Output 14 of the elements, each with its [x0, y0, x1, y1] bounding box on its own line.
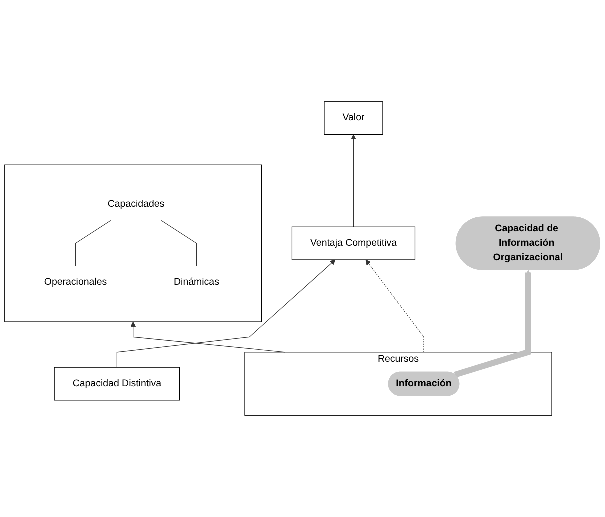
connector: [161, 220, 198, 266]
arrow: [351, 134, 356, 228]
node-box: Capacidad Distintiva: [54, 367, 180, 400]
node-box: Valor: [324, 101, 384, 135]
node-text: Capacidades: [108, 198, 165, 209]
cluster: [4, 164, 262, 322]
arrow: [116, 259, 336, 368]
arrow: [454, 270, 532, 378]
arrow: [366, 259, 424, 352]
node-text: Dinámicas: [174, 277, 220, 288]
arrow: [130, 322, 286, 352]
connector: [75, 220, 112, 266]
node-box: Ventaja Competitiva: [292, 226, 416, 260]
node-text: Operacionales: [44, 277, 108, 288]
